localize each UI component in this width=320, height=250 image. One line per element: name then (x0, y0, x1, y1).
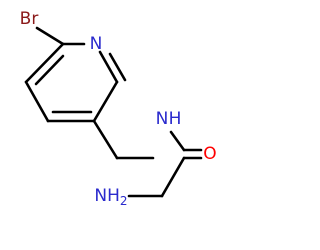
amide-nitrogen-label: N (156, 109, 169, 129)
oxygen-label: O (203, 144, 216, 164)
bond-ring-5 (24, 80, 50, 123)
bond-n-c (169, 130, 186, 152)
bond-ring-ch2 (92, 119, 119, 160)
atom-labels: Br N N H O NH2 (20, 9, 217, 208)
amide-hydrogen-label: H (169, 109, 182, 129)
amine-label: NH2 (94, 186, 127, 208)
bond-ring-6 (24, 42, 65, 84)
amine-nh-label: NH (94, 186, 120, 206)
bonds (24, 26, 203, 198)
bond-ring-2 (98, 50, 119, 84)
bond-ring-6-double (34, 54, 65, 86)
bromine-label: Br (20, 9, 39, 29)
bond-br-c (35, 26, 65, 46)
bond-ring-3 (92, 80, 119, 123)
bond-c-ch2 (160, 156, 186, 198)
bond-ring-2-double (108, 52, 127, 82)
ring-nitrogen-label: N (90, 34, 103, 54)
amine-subscript: 2 (120, 194, 128, 208)
molecule-structure-canvas: Br N N H O NH2 (20, 9, 217, 208)
